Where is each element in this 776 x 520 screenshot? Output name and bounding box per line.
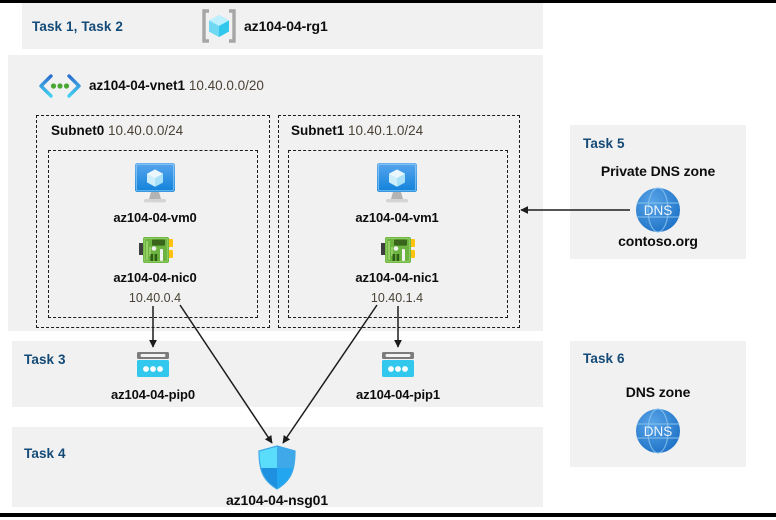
subnet1-vm-name: az104-04-vm1 bbox=[355, 210, 439, 225]
public-dns-task-label: Task 6 bbox=[583, 351, 625, 366]
nsg-name: az104-04-nsg01 bbox=[225, 492, 329, 508]
virtual-network-icon bbox=[37, 73, 83, 99]
network-security-group-shield-icon bbox=[256, 445, 298, 491]
resource-group-name: az104-04-rg1 bbox=[244, 18, 328, 34]
public-dns-zone-globe-icon: DNS bbox=[632, 406, 684, 456]
resource-group-panel bbox=[22, 3, 543, 49]
public-ip-address-icon-1 bbox=[380, 351, 416, 382]
subnet1-address-prefix: 10.40.1.0/24 bbox=[348, 123, 424, 138]
subnet1-name: Subnet1 bbox=[291, 123, 345, 138]
resource-group-cube-icon bbox=[200, 8, 238, 44]
public-dns-heading: DNS zone bbox=[625, 384, 691, 400]
public-ip-name-1: az104-04-pip1 bbox=[356, 387, 440, 402]
virtual-network-address-space: 10.40.0.0/20 bbox=[188, 78, 264, 93]
public-ip-address-icon-0 bbox=[135, 351, 171, 382]
subnet0-name: Subnet0 bbox=[51, 123, 105, 138]
virtual-network-header: az104-04-vnet1 10.40.0.0/20 bbox=[89, 78, 264, 93]
private-dns-icon-text: DNS bbox=[644, 203, 673, 218]
private-dns-task-label: Task 5 bbox=[583, 136, 625, 151]
private-dns-zone-name: contoso.org bbox=[618, 233, 698, 249]
subnet1-nic-ip: 10.40.1.4 bbox=[370, 291, 424, 305]
subnet0-vm-name: az104-04-vm0 bbox=[113, 210, 197, 225]
subnet0-address-prefix: 10.40.0.0/24 bbox=[108, 123, 184, 138]
subnet1-network-interface-icon bbox=[380, 235, 416, 267]
private-dns-heading: Private DNS zone bbox=[600, 163, 716, 179]
subnet1-box bbox=[278, 115, 520, 328]
resource-group-task-label: Task 1, Task 2 bbox=[32, 19, 123, 34]
subnet0-network-interface-icon bbox=[138, 235, 174, 267]
subnet0-virtual-machine-icon bbox=[131, 161, 179, 205]
public-ip-name-0: az104-04-pip0 bbox=[111, 387, 195, 402]
subnet0-header: Subnet0 10.40.0.0/24 bbox=[51, 123, 183, 138]
public-ip-panel bbox=[12, 341, 543, 407]
subnet1-virtual-machine-icon bbox=[373, 161, 421, 205]
subnet0-nic-ip: 10.40.0.4 bbox=[128, 291, 182, 305]
virtual-network-name: az104-04-vnet1 bbox=[89, 78, 186, 93]
public-dns-icon-text: DNS bbox=[644, 424, 673, 439]
private-dns-zone-globe-icon: DNS bbox=[632, 185, 684, 235]
subnet1-nic-name: az104-04-nic1 bbox=[355, 270, 439, 285]
virtual-network-panel bbox=[8, 55, 543, 331]
subnet0-nic-name: az104-04-nic0 bbox=[113, 270, 197, 285]
public-ip-task-label: Task 3 bbox=[24, 352, 66, 367]
subnet1-header: Subnet1 10.40.1.0/24 bbox=[291, 123, 423, 138]
nsg-task-label: Task 4 bbox=[24, 446, 66, 461]
